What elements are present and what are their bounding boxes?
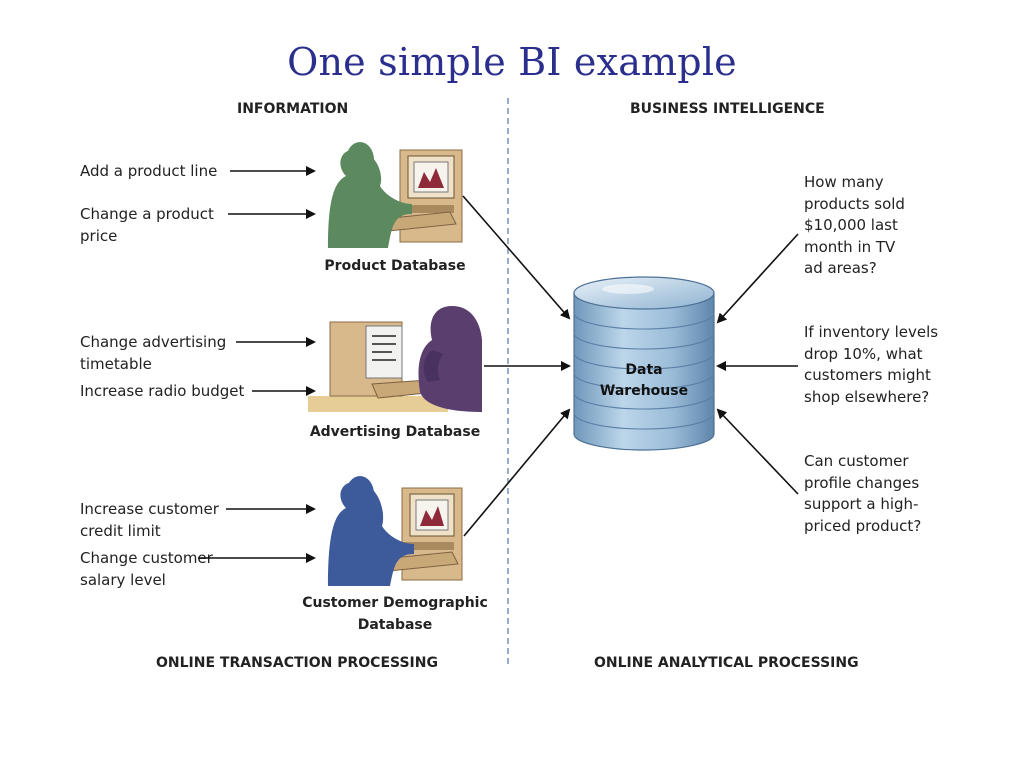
product-database-illustration <box>328 142 463 248</box>
question-line: $10,000 last <box>804 216 898 234</box>
question-line: shop elsewhere? <box>804 387 930 406</box>
header-business-intelligence: BUSINESS INTELLIGENCE <box>630 101 825 117</box>
caption-advertising-database: Advertising Database <box>309 424 481 440</box>
question-line: ad areas? <box>804 259 877 277</box>
input-change-salary-line2: salary level <box>80 571 166 589</box>
warehouse-label-line1: Data <box>625 362 663 378</box>
question-line: drop 10%, what <box>804 344 923 363</box>
input-change-salary-line1: Change customer <box>80 549 213 567</box>
question-line: products sold <box>804 194 905 213</box>
input-increase-credit-line2: credit limit <box>80 522 161 540</box>
header-oltp: ONLINE TRANSACTION PROCESSING <box>156 655 438 671</box>
slide-title: One simple BI example <box>287 40 737 84</box>
customer-database-illustration <box>328 476 463 586</box>
input-change-product-price-line1: Change a product <box>80 205 214 223</box>
header-information: INFORMATION <box>237 101 349 117</box>
data-warehouse-label: Data Warehouse <box>574 360 714 402</box>
input-arrows <box>198 166 316 563</box>
caption-product-database: Product Database <box>324 258 466 274</box>
question-line: month in TV <box>804 237 896 256</box>
question-inventory: If inventory levels drop 10%, what custo… <box>804 322 938 408</box>
input-increase-credit-line1: Increase customer <box>80 500 219 518</box>
question-line: Can customer <box>804 452 909 470</box>
question-line: If inventory levels <box>804 323 939 341</box>
caption-customer-database-line1: Customer Demographic <box>302 595 488 611</box>
input-change-ad-timetable-line1: Change advertising <box>80 333 227 351</box>
question-line: customers might <box>804 366 931 384</box>
question-line: priced product? <box>804 516 922 535</box>
question-to-warehouse-arrows <box>716 233 799 495</box>
question-tv-sales: How many products sold $10,000 last mont… <box>804 172 905 280</box>
database-to-warehouse-arrows <box>462 195 571 537</box>
advertising-database-illustration <box>308 306 482 412</box>
header-olap: ONLINE ANALYTICAL PROCESSING <box>594 655 859 671</box>
input-change-ad-timetable-line2: timetable <box>80 355 152 373</box>
input-increase-radio-budget: Increase radio budget <box>80 382 245 400</box>
input-add-product-line: Add a product line <box>80 162 218 180</box>
question-line: profile changes <box>804 473 920 492</box>
input-change-product-price-line2: price <box>80 227 118 245</box>
caption-customer-database-line2: Database <box>357 617 433 633</box>
data-warehouse-cylinder <box>573 276 715 451</box>
question-profile-changes: Can customer profile changes support a h… <box>804 451 921 537</box>
question-line: How many <box>804 173 884 191</box>
warehouse-label-line2: Warehouse <box>599 383 689 399</box>
question-line: support a high- <box>804 495 919 513</box>
